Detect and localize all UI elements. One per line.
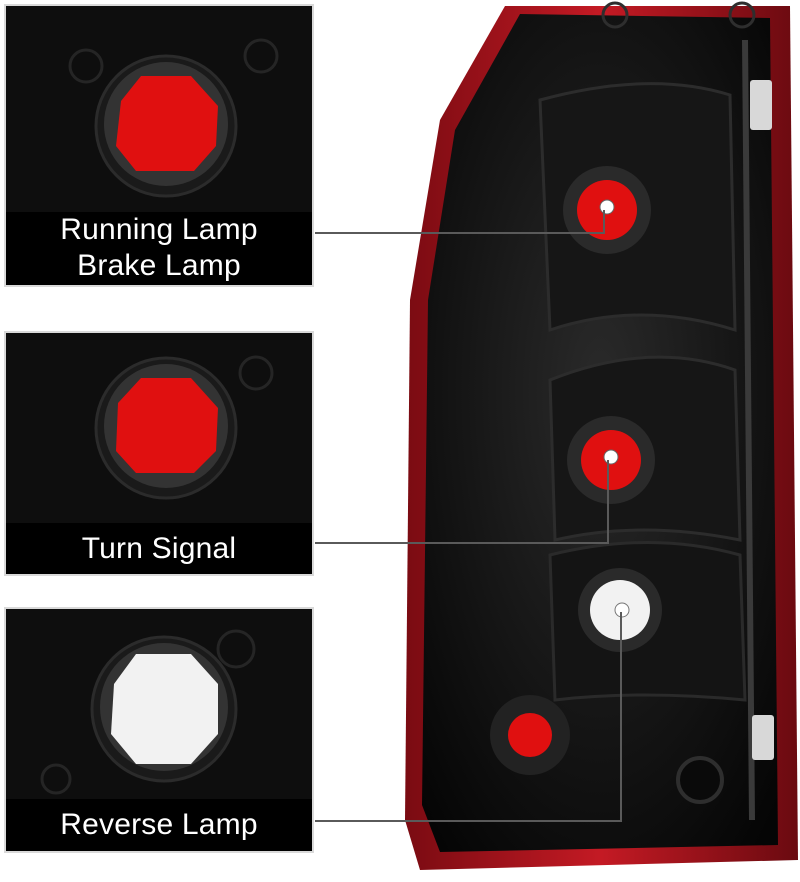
reverse-label: Reverse Lamp <box>6 799 312 851</box>
callout-turn-signal: Turn Signal <box>4 331 314 576</box>
turn-signal-socket <box>567 416 655 504</box>
mounting-clip-top <box>750 80 772 130</box>
turn-signal-label: Turn Signal <box>6 523 312 574</box>
reverse-socket <box>578 568 662 652</box>
running-brake-socket <box>563 166 651 254</box>
callout-line-turn-signal <box>315 460 609 544</box>
mounting-clip-bottom <box>752 715 774 760</box>
running-brake-label: Running Lamp Brake Lamp <box>6 212 312 285</box>
callout-line-reverse <box>315 612 622 822</box>
brake-lamp-text: Brake Lamp <box>77 249 241 282</box>
side-marker-socket <box>490 695 570 775</box>
callout-reverse: Reverse Lamp <box>4 607 314 853</box>
callout-line-running-brake <box>315 210 605 234</box>
callout-running-brake: Running Lamp Brake Lamp <box>4 4 314 287</box>
running-lamp-text: Running Lamp <box>60 213 258 246</box>
